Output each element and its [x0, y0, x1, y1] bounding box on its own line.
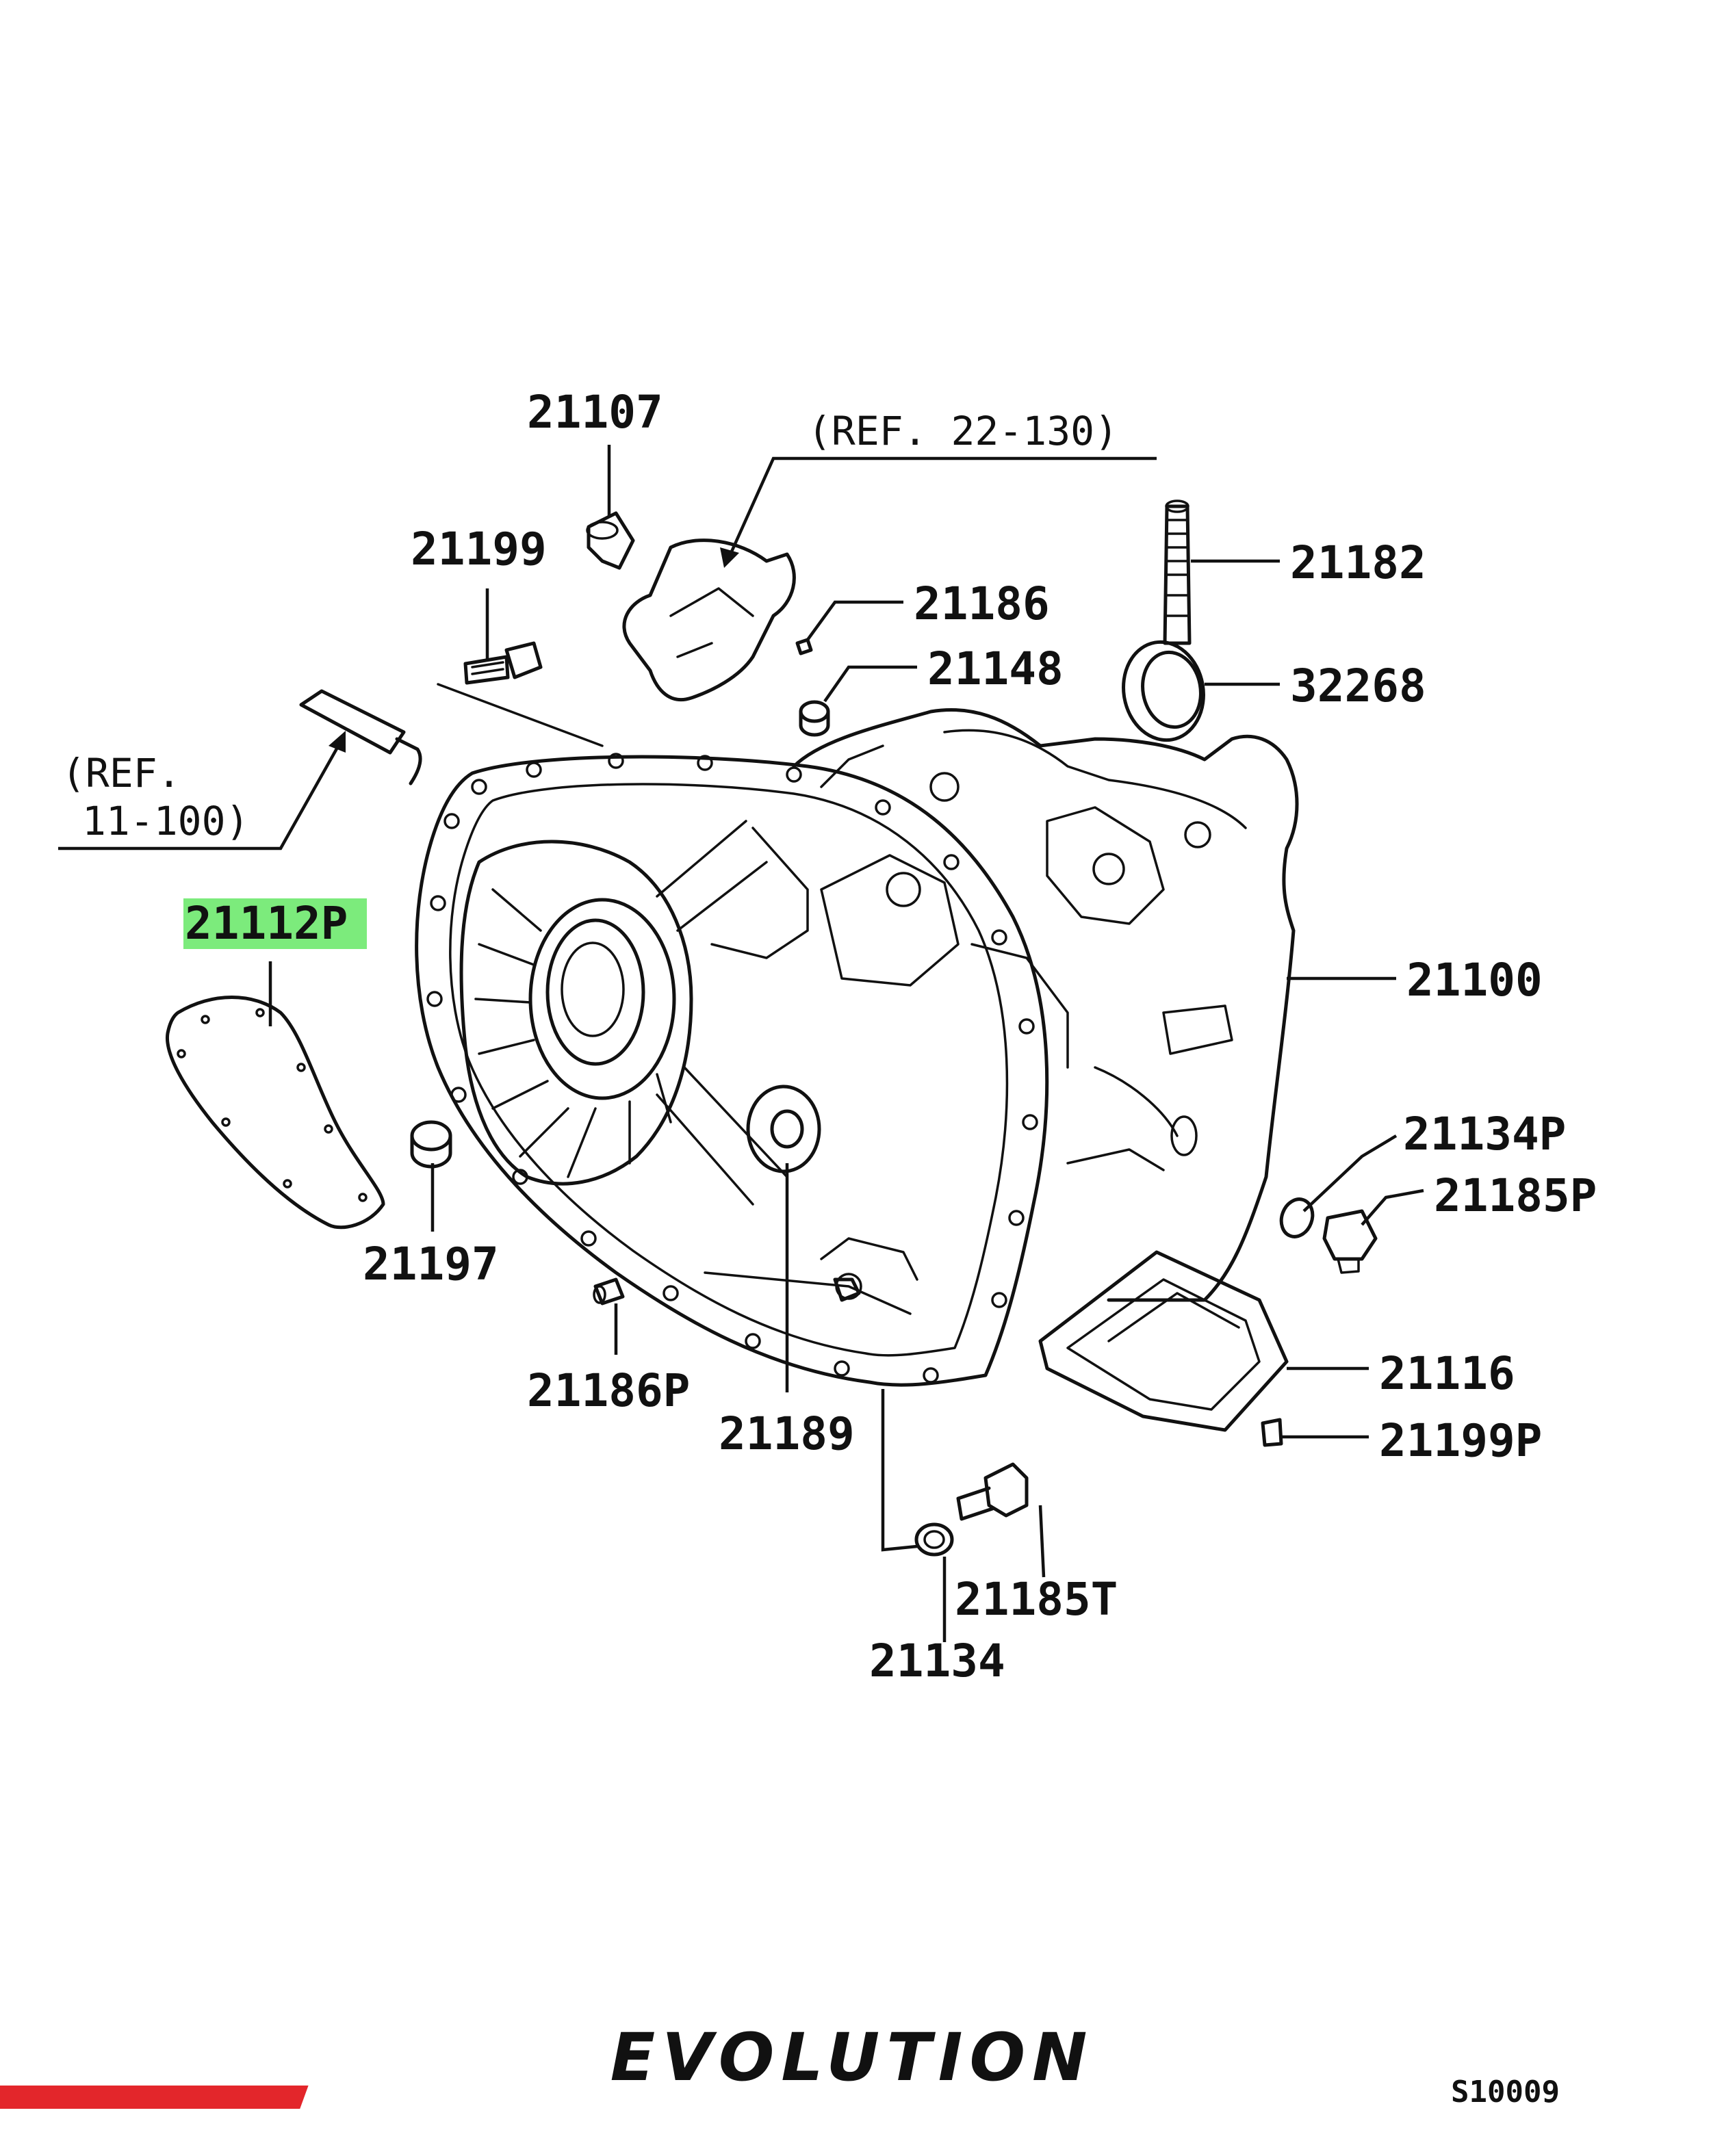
diagram-code: S10009	[1451, 2075, 1560, 2109]
label-21189: 21189	[719, 1407, 855, 1460]
brand-name: EVOLUTION	[610, 2019, 1094, 2096]
part-labels: 21107 21199 21186 21148 21182 32268 2111…	[62, 386, 1597, 2109]
label-21112P: 21112P	[185, 897, 348, 950]
leader-lines	[58, 445, 1424, 1642]
part-21189-seal	[746, 1085, 821, 1173]
label-21185P: 21185P	[1434, 1169, 1597, 1222]
ref-22-130-label: (REF. 22-130)	[808, 408, 1118, 454]
part-21199-bolt	[463, 641, 543, 685]
part-21148-sleeve	[799, 700, 830, 737]
label-21199: 21199	[411, 523, 547, 575]
label-21148: 21148	[927, 642, 1064, 695]
part-21185P-plug	[1322, 1209, 1378, 1274]
label-21199P: 21199P	[1379, 1414, 1542, 1467]
part-21116-cover	[1038, 1250, 1289, 1432]
part-32268-seal	[1122, 640, 1205, 742]
part-21112P-gasket	[165, 996, 385, 1230]
label-21186: 21186	[914, 577, 1050, 630]
label-21116: 21116	[1379, 1347, 1515, 1400]
label-highlight	[183, 898, 367, 949]
shift-assembly	[622, 538, 796, 702]
brand-tagline-bar	[0, 2086, 309, 2109]
part-21185T-plug	[956, 1462, 1029, 1521]
part-21134-washer	[914, 1522, 954, 1557]
part-21107-plug	[586, 511, 635, 570]
label-32268: 32268	[1290, 660, 1426, 712]
label-21185T: 21185T	[955, 1573, 1118, 1626]
part-21186P-pin	[593, 1277, 625, 1306]
part-21186-pin	[795, 638, 813, 655]
brand-tagline: RACING SPARES	[758, 2088, 953, 2108]
label-21186P: 21186P	[527, 1364, 690, 1417]
label-21100: 21100	[1406, 954, 1543, 1006]
ref-11-100-line1: (REF.	[62, 750, 181, 796]
brand-logo: EVOLUTION RACING SPARES	[0, 2019, 1094, 2109]
label-21182: 21182	[1290, 536, 1426, 589]
label-21197: 21197	[363, 1238, 499, 1290]
part-21182-breather	[1163, 499, 1192, 645]
label-21134: 21134	[869, 1635, 1005, 1687]
sealant-tube	[299, 689, 422, 785]
label-21107: 21107	[527, 386, 663, 439]
part-21134P-washer	[1279, 1197, 1315, 1238]
label-21134P: 21134P	[1403, 1108, 1566, 1160]
part-21197-plug	[410, 1120, 452, 1169]
transmission-case	[415, 708, 1299, 1387]
part-21199P-bolt	[1261, 1418, 1283, 1447]
ref-11-100-line2: 11-100)	[82, 798, 249, 844]
